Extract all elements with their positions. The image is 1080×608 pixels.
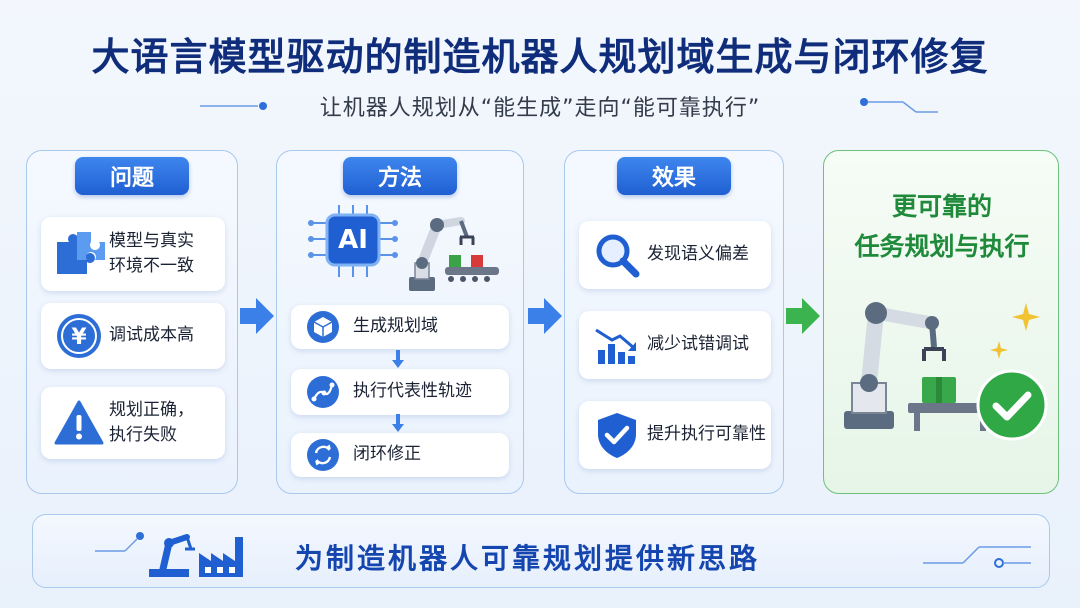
method-step-label: 闭环修正 — [353, 444, 421, 465]
method-step-generate-domain: 生成规划域 — [291, 305, 509, 349]
method-step-label: 执行代表性轨迹 — [353, 381, 472, 402]
method-step-closed-loop: 闭环修正 — [291, 433, 509, 477]
step-down-arrow-icon — [392, 350, 404, 368]
problem-panel: 问题 模型与真实 环境不一致 ¥ 调试成本高 — [26, 150, 238, 494]
problem-card-line2: 执行失败 — [109, 425, 177, 445]
page-title: 大语言模型驱动的制造机器人规划域生成与闭环修复 — [91, 35, 989, 79]
ai-chip-icon — [308, 205, 398, 277]
method-step-execute-trajectory: 执行代表性轨迹 — [291, 369, 509, 415]
declining-chart-icon — [587, 315, 647, 375]
flow-arrow-green-icon — [786, 298, 820, 334]
sparkle-icon — [1012, 303, 1040, 331]
ai-chip-label: AI — [338, 225, 368, 255]
yen-coin-icon: ¥ — [49, 306, 109, 366]
effect-card-semantic-deviation: 发现语义偏差 — [579, 221, 771, 289]
subtitle-left-decoration — [200, 102, 267, 110]
method-panel: 方法 AI — [276, 150, 524, 494]
puzzle-icon — [49, 224, 109, 284]
circuit-left-decoration — [95, 532, 144, 552]
subtitle-right-decoration — [860, 98, 938, 113]
page-subtitle: 让机器人规划从“能生成”走向“能可靠执行” — [319, 96, 761, 121]
problem-card-failure: 规划正确， 执行失败 — [41, 387, 225, 459]
result-title-line2: 任务规划与执行 — [854, 232, 1030, 261]
flow-arrow-icon — [240, 298, 274, 334]
effect-card-reduce-debugging: 减少试错调试 — [579, 311, 771, 379]
factory-robot-icon — [149, 534, 243, 577]
method-header: 方法 — [343, 157, 457, 195]
problem-header: 问题 — [75, 157, 189, 195]
check-circle-icon — [976, 369, 1048, 441]
problem-card-line1: 规划正确， — [109, 399, 194, 420]
loop-icon — [303, 435, 343, 475]
bottom-banner-text: 为制造机器人可靠规划提供新思路 — [295, 542, 761, 575]
shield-check-icon — [587, 405, 647, 465]
effect-card-reliability: 提升执行可靠性 — [579, 401, 771, 469]
effect-card-label: 减少试错调试 — [647, 334, 749, 355]
problem-card-label: 调试成本高 — [109, 325, 194, 346]
robot-arm-icon — [844, 302, 992, 431]
effect-card-label: 发现语义偏差 — [647, 244, 749, 265]
problem-card-line1: 模型与真实 — [109, 230, 194, 251]
flow-arrow-icon — [528, 298, 562, 334]
circuit-right-decoration — [923, 546, 1031, 568]
cube-icon — [303, 307, 343, 347]
step-down-arrow-icon — [392, 414, 404, 432]
bottom-banner: 为制造机器人可靠规划提供新思路 — [32, 514, 1050, 588]
trajectory-icon — [303, 372, 343, 412]
problem-card-line2: 环境不一致 — [109, 256, 194, 276]
sparkle-icon — [990, 341, 1008, 359]
result-panel: 更可靠的 任务规划与执行 — [823, 150, 1059, 494]
effect-header: 效果 — [617, 157, 731, 195]
effect-card-label: 提升执行可靠性 — [647, 424, 766, 445]
effect-panel: 效果 发现语义偏差 减少试错调试 — [564, 150, 784, 494]
svg-text:¥: ¥ — [71, 325, 87, 350]
magnifier-icon — [587, 225, 647, 285]
robot-arm-icon — [409, 217, 499, 291]
method-step-label: 生成规划域 — [353, 316, 438, 337]
result-title-line1: 更可靠的 — [891, 192, 992, 221]
problem-card-cost: ¥ 调试成本高 — [41, 303, 225, 369]
problem-card-inconsistency: 模型与真实 环境不一致 — [41, 217, 225, 291]
warning-icon — [49, 393, 109, 453]
